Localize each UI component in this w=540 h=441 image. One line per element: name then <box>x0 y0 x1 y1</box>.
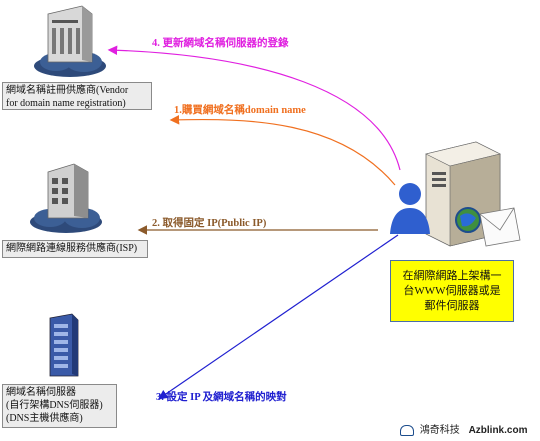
dns-server-rack-icon <box>49 313 79 377</box>
footer-brand: 鴻奇科技 Azblink.com <box>400 421 527 436</box>
footer-site: Azblink.com <box>468 425 528 436</box>
dns-label-line1: 網域名稱伺服器 <box>6 387 76 398</box>
arrow-step3 <box>158 234 399 400</box>
user-icon <box>390 183 430 234</box>
isp-label-box: 網際網路連線服務供應商(ISP) <box>2 240 148 258</box>
server-description-box: 在網際網路上架構一 台WWW伺服器或是 郵件伺服器 <box>390 260 514 322</box>
server-description-line2: 台WWW伺服器或是 <box>403 285 501 297</box>
server-description-line1: 在網際網路上架構一 <box>402 270 502 282</box>
isp-label: 網際網路連線服務供應商(ISP) <box>6 243 138 254</box>
dns-label-line3: (DNS主機供應商) <box>6 413 83 424</box>
registrar-label-box: 網域名稱註冊供應商(Vendor for domain name registr… <box>2 82 152 110</box>
dns-label-box: 網域名稱伺服器 (自行架構DNS伺服器) (DNS主機供應商) <box>2 384 117 428</box>
dns-label-line2: (自行架構DNS伺服器) <box>6 400 103 411</box>
step4-label: 4. 更新網域名稱伺服器的登錄 <box>152 38 289 49</box>
isp-building-icon <box>30 163 102 233</box>
web-server-icon <box>390 141 521 247</box>
step3-label: 3. 設定 IP 及網域名稱的映對 <box>156 392 287 403</box>
mail-envelope-icon <box>479 207 521 247</box>
registrar-label-line2: for domain name registration) <box>6 98 126 109</box>
globe-icon <box>455 207 481 233</box>
arrow-step1 <box>169 115 396 186</box>
azblink-logo-icon <box>400 424 414 436</box>
step2-label: 2. 取得固定 IP(Public IP) <box>152 218 267 229</box>
step1-label: 1.購買網域名稱domain name <box>174 105 306 116</box>
server-description-line3: 郵件伺服器 <box>424 300 480 312</box>
footer-company: 鴻奇科技 <box>419 425 460 436</box>
registrar-building-icon <box>34 5 106 77</box>
arrow-step4 <box>107 45 401 171</box>
registrar-label-line1: 網域名稱註冊供應商(Vendor <box>6 85 129 96</box>
